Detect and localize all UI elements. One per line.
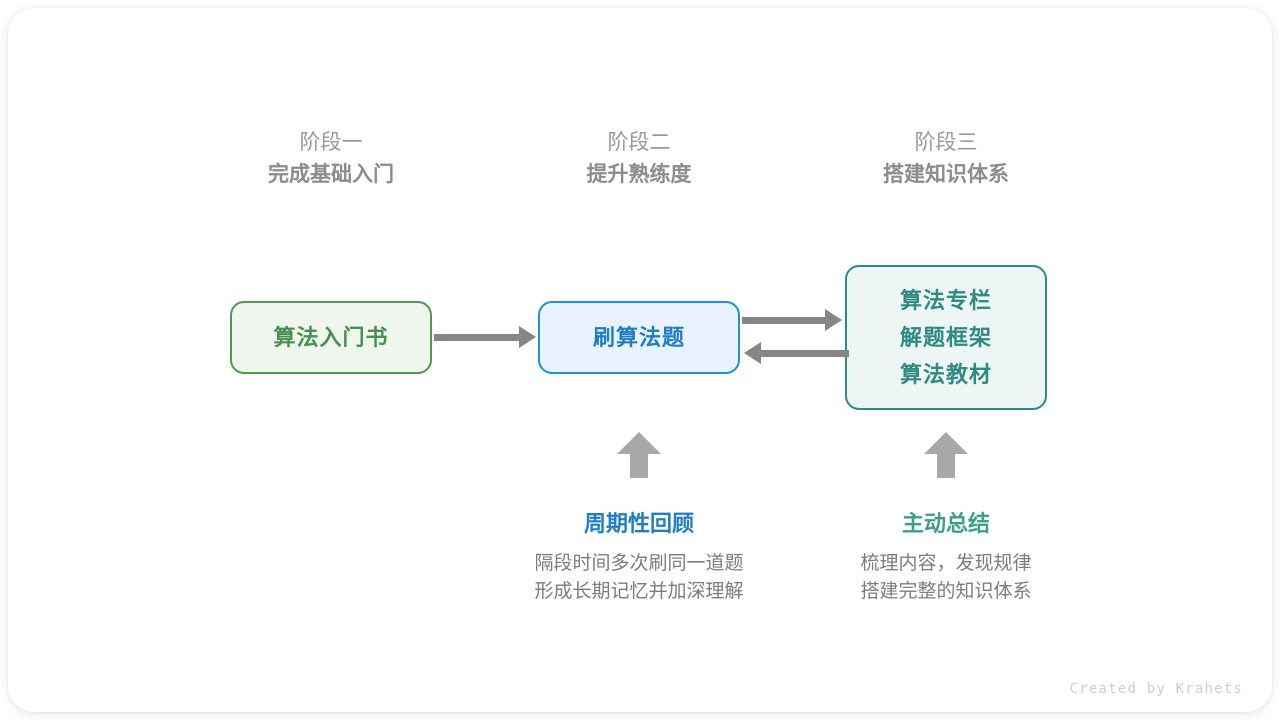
stage-3-title: 搭建知识体系 bbox=[883, 163, 1009, 186]
stage-3-subtitle: 阶段三 bbox=[914, 131, 978, 154]
note-summary-body: 梳理内容，发现规律 搭建完整的知识体系 bbox=[796, 550, 1096, 606]
note-summary-body-line-2: 搭建完整的知识体系 bbox=[860, 581, 1032, 602]
node-algorithm-intro-book[interactable]: 算法入门书 bbox=[230, 301, 432, 374]
stage-header-2: 阶段二 提升熟练度 bbox=[509, 128, 769, 192]
stage-1-title: 完成基础入门 bbox=[268, 163, 394, 186]
connector-practice-to-resources-shaft bbox=[742, 317, 830, 324]
note-summary-body-line-1: 梳理内容，发现规律 bbox=[860, 553, 1032, 574]
note-summary-title: 主动总结 bbox=[901, 511, 990, 536]
connector-book-to-practice-arrowhead-icon bbox=[519, 326, 536, 348]
stage-1-subtitle: 阶段一 bbox=[299, 131, 363, 154]
stage-2-title: 提升熟练度 bbox=[586, 163, 692, 186]
connector-book-to-practice-shaft bbox=[434, 334, 524, 341]
node-resources-line-2: 解题框架 bbox=[899, 325, 992, 350]
note-review-body-line-1: 隔段时间多次刷同一道题 bbox=[534, 553, 744, 574]
arrow-up-shaft-summary bbox=[937, 451, 955, 478]
note-review-body-line-2: 形成长期记忆并加深理解 bbox=[534, 581, 744, 602]
note-active-summary: 主动总结 梳理内容，发现规律 搭建完整的知识体系 bbox=[796, 507, 1096, 606]
node-resources-line-3: 算法教材 bbox=[899, 362, 992, 387]
arrow-up-icon-summary bbox=[924, 432, 968, 478]
connector-resources-to-practice-shaft bbox=[761, 350, 849, 357]
stage-header-1: 阶段一 完成基础入门 bbox=[201, 128, 461, 192]
node-resources-line-1: 算法专栏 bbox=[899, 288, 992, 313]
node-practice-problems[interactable]: 刷算法题 bbox=[538, 301, 740, 374]
connector-resources-to-practice-arrowhead-icon bbox=[744, 342, 761, 364]
arrow-up-head-summary bbox=[924, 432, 968, 454]
note-review-body: 隔段时间多次刷同一道题 形成长期记忆并加深理解 bbox=[489, 550, 789, 606]
arrow-up-head-review bbox=[617, 432, 661, 454]
connector-practice-to-resources-arrowhead-icon bbox=[825, 309, 842, 331]
arrow-up-icon-review bbox=[617, 432, 661, 478]
node-practice-label: 刷算法题 bbox=[592, 325, 685, 350]
node-book-label: 算法入门书 bbox=[273, 325, 389, 350]
stage-2-subtitle: 阶段二 bbox=[607, 131, 671, 154]
footer-credit: Created by Krahets bbox=[1069, 681, 1243, 697]
note-review-title: 周期性回顾 bbox=[583, 511, 694, 536]
stage-header-3: 阶段三 搭建知识体系 bbox=[816, 128, 1076, 192]
arrow-up-shaft-review bbox=[630, 451, 648, 478]
node-knowledge-resources[interactable]: 算法专栏 解题框架 算法教材 bbox=[845, 265, 1047, 410]
note-periodic-review: 周期性回顾 隔段时间多次刷同一道题 形成长期记忆并加深理解 bbox=[489, 507, 789, 606]
